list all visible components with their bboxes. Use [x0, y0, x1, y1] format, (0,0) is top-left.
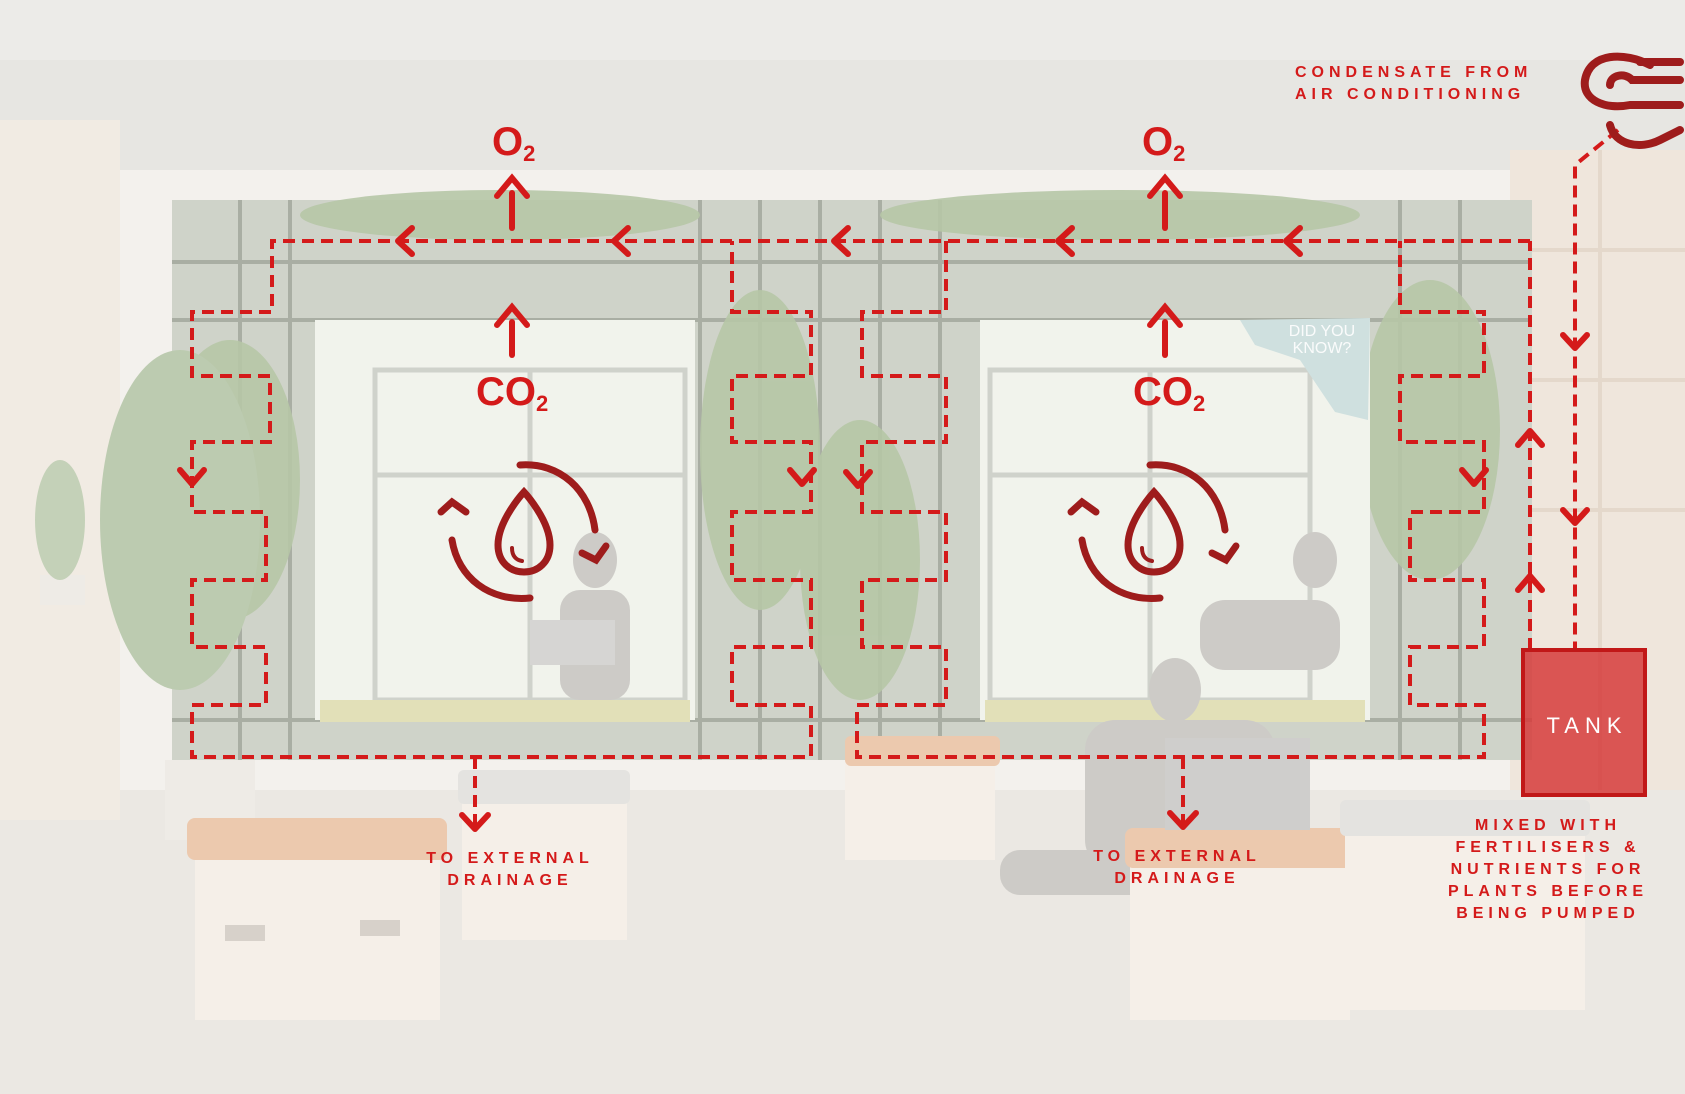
chevron-left-3: [831, 225, 851, 257]
co2-left-symbol: CO: [476, 370, 536, 414]
chevron-up-1: [1515, 428, 1545, 448]
chevron-down-2: [787, 467, 817, 487]
tank-note: MIXED WITH FERTILISERS & NUTRIENTS FOR P…: [1428, 815, 1668, 925]
co2-right-symbol: CO: [1133, 370, 1193, 414]
drainage-left-line1: TO EXTERNAL: [426, 850, 594, 867]
flow-chevrons: [177, 225, 1590, 832]
top-header-pipe: [190, 239, 1530, 759]
co2-label-left: CO2: [476, 370, 548, 417]
chevron-left-4: [1055, 225, 1075, 257]
o2-left-subscript: 2: [523, 141, 536, 166]
o2-label-left: O2: [492, 120, 535, 167]
drainage-label-right: TO EXTERNAL DRAINAGE: [1057, 846, 1297, 890]
chevron-down-3: [843, 469, 873, 489]
o2-right-subscript: 2: [1173, 141, 1186, 166]
water-flow-lines: [190, 128, 1620, 830]
tank-note-line3: NUTRIENTS FOR: [1450, 861, 1646, 878]
chevron-left-1: [395, 225, 415, 257]
condensate-label-line1: CONDENSATE FROM: [1295, 64, 1533, 81]
chevron-up-2: [1515, 573, 1545, 593]
drainage-left-line2: DRAINAGE: [447, 872, 573, 889]
middle-zigzag-right: [855, 241, 1486, 759]
co2-right-subscript: 2: [1193, 391, 1206, 416]
drainage-label-left: TO EXTERNAL DRAINAGE: [390, 848, 630, 892]
chevron-down-4: [1459, 467, 1489, 487]
tank-note-line4: PLANTS BEFORE: [1447, 883, 1649, 900]
water-drop-cycle-icon-right: [1067, 461, 1240, 602]
tank-note-line1: MIXED WITH: [1475, 817, 1621, 834]
co2-label-right: CO2: [1133, 370, 1205, 417]
co2-left-subscript: 2: [536, 391, 549, 416]
condensate-label: CONDENSATE FROM AIR CONDITIONING: [1295, 62, 1585, 106]
chevron-left-2: [611, 225, 631, 257]
chevron-down-8: [1167, 810, 1199, 830]
o2-label-right: O2: [1142, 120, 1185, 167]
photo-sign-line1: DID YOU: [1288, 323, 1356, 340]
tank-note-line5: BEING PUMPED: [1456, 905, 1640, 922]
tank-label: TANK: [1546, 713, 1628, 738]
photo-sign: DID YOU KNOW?: [1282, 323, 1362, 357]
gas-arrows: [494, 173, 1183, 358]
photo-sign-line2: KNOW?: [1292, 340, 1352, 357]
chevron-down-6: [1560, 507, 1590, 526]
tank-note-line2: FERTILISERS &: [1455, 839, 1641, 856]
chevron-down-1: [177, 467, 207, 487]
chevron-down-7: [459, 812, 491, 832]
chevron-left-5: [1283, 225, 1303, 257]
chevron-down-5: [1560, 332, 1590, 351]
tank: [1521, 648, 1647, 797]
o2-right-symbol: O: [1142, 120, 1174, 164]
drainage-right-line2: DRAINAGE: [1114, 870, 1240, 887]
water-drop-cycle-icon-left: [437, 461, 610, 602]
o2-left-symbol: O: [492, 120, 524, 164]
air-wind-icon: [1580, 52, 1684, 149]
condensate-label-line2: AIR CONDITIONING: [1295, 86, 1526, 103]
drainage-right-line1: TO EXTERNAL: [1093, 848, 1261, 865]
